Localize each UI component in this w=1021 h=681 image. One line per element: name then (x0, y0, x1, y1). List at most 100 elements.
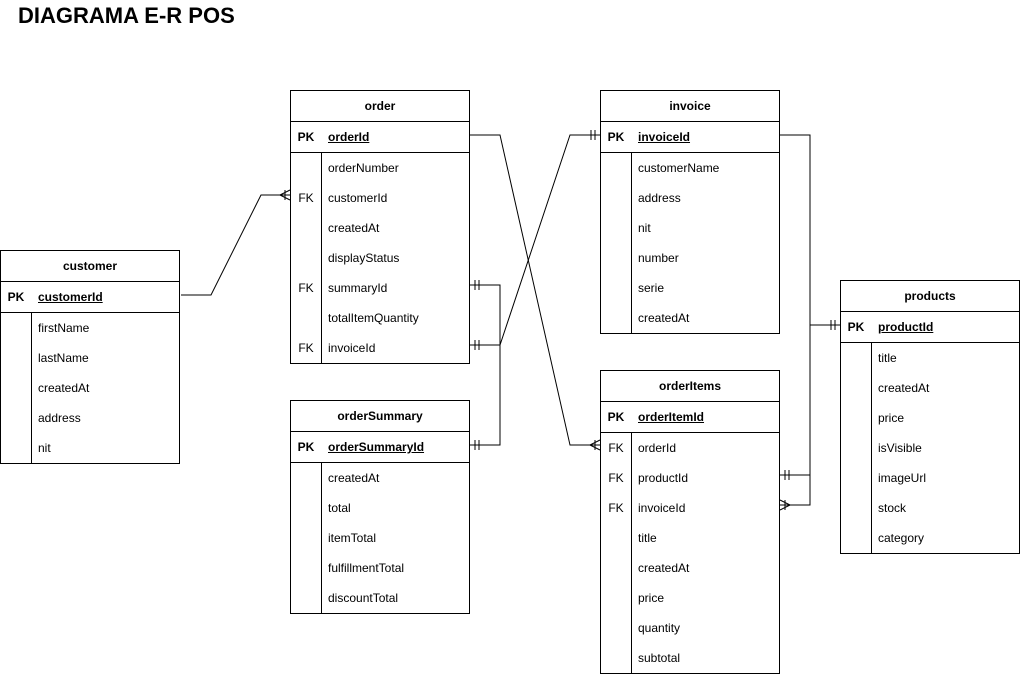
field-name: price (638, 591, 665, 605)
attribute-row: price (601, 583, 779, 613)
key-label (841, 403, 871, 433)
field-name: nit (638, 221, 651, 235)
key-label: PK (297, 440, 315, 454)
field-name: nit (38, 441, 51, 455)
column-divider (31, 313, 32, 463)
key-label: FK (298, 191, 314, 205)
field-name: price (878, 411, 905, 425)
field-name: createdAt (638, 311, 690, 325)
primary-key-row: PK orderId (291, 122, 469, 153)
key-label (601, 583, 631, 613)
key-label (601, 273, 631, 303)
field-name: productId (638, 471, 689, 485)
key-label: FK (298, 341, 314, 355)
entity-header: customer (1, 251, 179, 282)
key-label (291, 493, 321, 523)
attribute-row: nit (601, 213, 779, 243)
attribute-row: stock (841, 493, 1019, 523)
entity-ordersummary[interactable]: orderSummary PK orderSummaryId createdAt… (290, 400, 470, 614)
key-label (601, 153, 631, 183)
primary-key-row: PK invoiceId (601, 122, 779, 153)
attribute-row: category (841, 523, 1019, 553)
field-name: itemTotal (328, 531, 377, 545)
key-label (601, 183, 631, 213)
relationship-invoice-orderitems (779, 134, 811, 511)
key-label (291, 523, 321, 553)
key-label (1, 403, 31, 433)
field-name: createdAt (38, 381, 90, 395)
field-name: invoiceId (638, 130, 691, 144)
primary-key-row: PK productId (841, 312, 1019, 343)
field-name: serie (638, 281, 665, 295)
field-name: totalItemQuantity (328, 311, 419, 325)
field-name: number (638, 251, 679, 265)
field-name: orderId (328, 130, 370, 144)
field-name: customerName (638, 161, 720, 175)
relationship-ordersummary-order (470, 280, 501, 450)
key-label (1, 373, 31, 403)
attribute-row: itemTotal (291, 523, 469, 553)
field-name: discountTotal (328, 591, 399, 605)
key-label (291, 153, 321, 183)
key-label (291, 213, 321, 243)
field-name: orderId (638, 441, 677, 455)
column-divider (321, 153, 322, 363)
attribute-row: title (601, 523, 779, 553)
attribute-row: FK summaryId (291, 273, 469, 303)
key-label (841, 373, 871, 403)
field-name: createdAt (878, 381, 930, 395)
field-name: productId (878, 320, 934, 334)
attribute-row: lastName (1, 343, 179, 373)
key-label (841, 433, 871, 463)
attribute-row: firstName (1, 313, 179, 343)
key-label (841, 523, 871, 553)
entity-customer[interactable]: customer PK customerId firstName lastNam… (0, 250, 180, 464)
key-label (601, 613, 631, 643)
field-name: title (638, 531, 657, 545)
key-label (601, 643, 631, 673)
key-label: FK (608, 501, 624, 515)
entity-products[interactable]: products PK productId title createdAt pr… (840, 280, 1020, 554)
key-label (291, 303, 321, 333)
column-divider (631, 433, 632, 673)
column-divider (871, 343, 872, 553)
attribute-row: createdAt (291, 463, 469, 493)
attribute-row: createdAt (841, 373, 1019, 403)
field-name: orderItemId (638, 410, 705, 424)
entity-body: customerName address nit number serie cr… (601, 153, 779, 333)
field-name: orderSummaryId (328, 440, 425, 454)
key-label (1, 313, 31, 343)
field-name: lastName (38, 351, 89, 365)
attribute-row: createdAt (601, 553, 779, 583)
field-name: orderNumber (328, 161, 399, 175)
field-name: summaryId (328, 281, 388, 295)
key-label (601, 213, 631, 243)
key-label: FK (298, 281, 314, 295)
key-label (1, 343, 31, 373)
attribute-row: createdAt (601, 303, 779, 333)
field-name: customerId (38, 290, 103, 304)
entity-header: invoice (601, 91, 779, 122)
key-label (601, 553, 631, 583)
attribute-row: displayStatus (291, 243, 469, 273)
field-name: isVisible (878, 441, 922, 455)
entity-body: firstName lastName createdAt address nit (1, 313, 179, 463)
key-label (601, 523, 631, 553)
key-label (1, 433, 31, 463)
field-name: category (878, 531, 925, 545)
entity-invoice[interactable]: invoice PK invoiceId customerName addres… (600, 90, 780, 334)
column-divider (321, 463, 322, 613)
key-label (841, 343, 871, 373)
key-label: PK (607, 130, 625, 144)
entity-body: title createdAt price isVisible imageUrl… (841, 343, 1019, 553)
attribute-row: subtotal (601, 643, 779, 673)
field-name: firstName (38, 321, 90, 335)
field-name: subtotal (638, 651, 681, 665)
